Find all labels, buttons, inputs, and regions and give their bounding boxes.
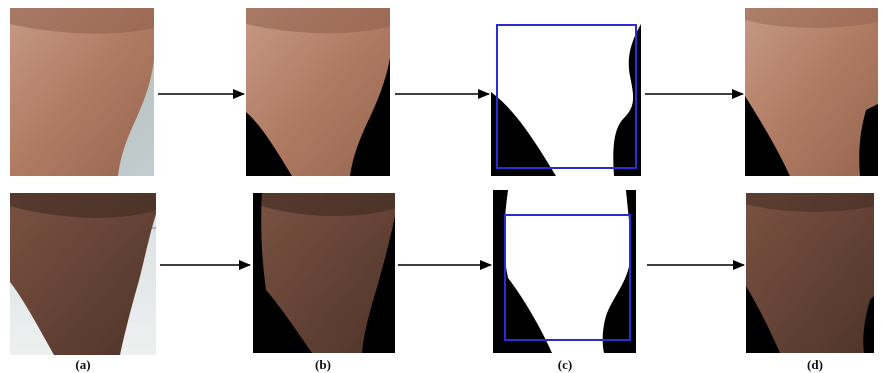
label-c: (c)	[558, 357, 572, 372]
row1-cropped-result	[745, 8, 878, 176]
label-b: (b)	[315, 357, 331, 372]
row2-original-photo	[10, 193, 156, 355]
row1-masked-photo	[246, 8, 390, 176]
label-a: (a)	[75, 357, 90, 372]
row2-masked-photo	[253, 193, 395, 353]
label-d: (d)	[807, 357, 823, 372]
row2-cropped-result	[746, 193, 874, 353]
row1-original-photo	[10, 8, 154, 176]
row2-binary-mask	[493, 190, 636, 353]
row1-binary-mask	[491, 8, 641, 176]
